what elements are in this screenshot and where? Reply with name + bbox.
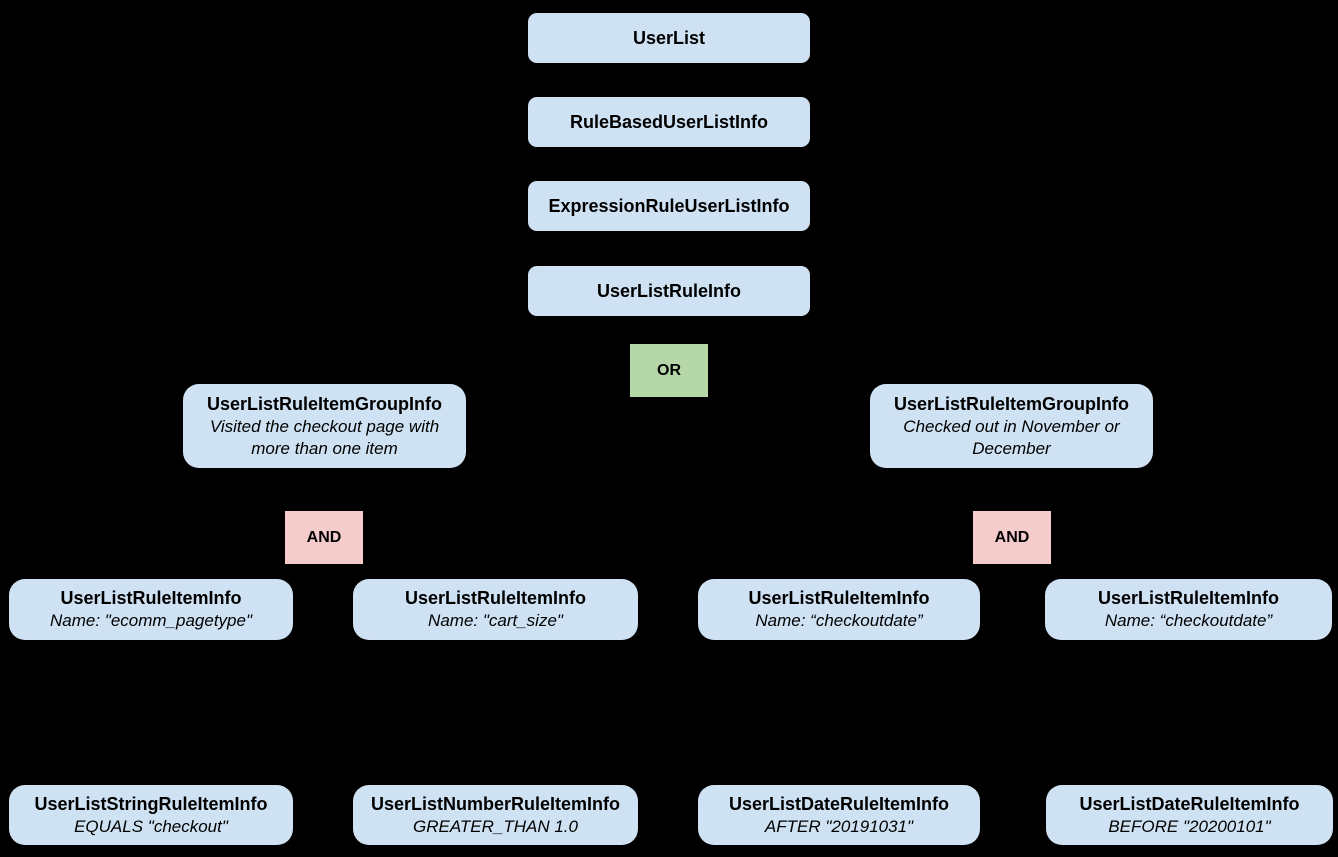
node-rule-item-checkoutdate-1-title: UserListRuleItemInfo — [748, 588, 930, 608]
node-userlist: UserList — [528, 13, 810, 63]
node-date-rule-item-before: UserListDateRuleItemInfo BEFORE "2020010… — [1046, 785, 1333, 845]
node-rule-item-cart-size-title: UserListRuleItemInfo — [404, 588, 587, 608]
node-rule-item-group-right-title: UserListRuleItemGroupInfo — [893, 393, 1130, 414]
node-string-rule-item: UserListStringRuleItemInfo EQUALS "check… — [9, 785, 293, 845]
node-rule-based-user-list-info-label: RuleBasedUserListInfo — [569, 111, 769, 132]
node-rule-based-user-list-info: RuleBasedUserListInfo — [528, 97, 810, 147]
node-rule-item-cart-size: UserListRuleItemInfo Name: "cart_size" — [353, 579, 638, 640]
node-rule-item-group-left-description: Visited the checkout page with more than… — [209, 416, 440, 458]
and-operator-left-label: AND — [306, 528, 342, 546]
node-rule-item-group-right-description: Checked out in November or December — [903, 416, 1120, 458]
node-number-rule-item-title: UserListNumberRuleItemInfo — [370, 793, 621, 814]
node-rule-item-group-left-title: UserListRuleItemGroupInfo — [206, 393, 443, 414]
node-rule-item-checkoutdate-2-title: UserListRuleItemInfo — [1097, 588, 1280, 608]
node-rule-item-group-left: UserListRuleItemGroupInfo Visited the ch… — [183, 384, 466, 468]
node-rule-item-checkoutdate-1: UserListRuleItemInfo Name: “checkoutdate… — [698, 579, 980, 640]
node-string-rule-item-subtitle: EQUALS "checkout" — [74, 816, 228, 836]
node-date-rule-item-before-subtitle: BEFORE "20200101" — [1108, 816, 1271, 836]
node-rule-item-checkoutdate-1-subtitle: Name: “checkoutdate” — [755, 611, 923, 630]
node-expression-rule-user-list-info-label: ExpressionRuleUserListInfo — [548, 195, 790, 216]
node-expression-rule-user-list-info: ExpressionRuleUserListInfo — [528, 181, 810, 231]
or-operator-label: OR — [657, 361, 681, 379]
node-rule-item-cart-size-subtitle: Name: "cart_size" — [428, 611, 563, 630]
and-operator-right-label: AND — [994, 528, 1030, 546]
or-operator: OR — [630, 344, 708, 397]
and-operator-right: AND — [973, 511, 1051, 564]
arrowhead-right-icon — [972, 378, 1004, 389]
node-date-rule-item-before-title: UserListDateRuleItemInfo — [1079, 793, 1300, 814]
node-rule-item-ecomm-pagetype-subtitle: Name: "ecomm_pagetype" — [50, 611, 252, 630]
node-rule-item-ecomm-pagetype: UserListRuleItemInfo Name: "ecomm_pagety… — [9, 579, 293, 640]
node-rule-item-checkoutdate-2: UserListRuleItemInfo Name: “checkoutdate… — [1045, 579, 1332, 640]
node-rule-item-group-right: UserListRuleItemGroupInfo Checked out in… — [870, 384, 1153, 468]
node-date-rule-item-after-subtitle: AFTER "20191031" — [764, 816, 914, 836]
node-date-rule-item-after: UserListDateRuleItemInfo AFTER "20191031… — [698, 785, 980, 845]
node-number-rule-item-subtitle: GREATER_THAN 1.0 — [412, 816, 578, 836]
node-date-rule-item-after-title: UserListDateRuleItemInfo — [728, 793, 950, 814]
and-operator-left: AND — [285, 511, 363, 564]
node-number-rule-item: UserListNumberRuleItemInfo GREATER_THAN … — [353, 785, 638, 845]
node-userlist-label: UserList — [632, 27, 706, 48]
node-rule-item-checkoutdate-2-subtitle: Name: “checkoutdate” — [1104, 611, 1273, 630]
node-user-list-rule-info-label: UserListRuleInfo — [596, 280, 742, 301]
node-rule-item-ecomm-pagetype-title: UserListRuleItemInfo — [60, 588, 242, 608]
node-string-rule-item-title: UserListStringRuleItemInfo — [34, 793, 268, 814]
node-user-list-rule-info: UserListRuleInfo — [528, 266, 810, 316]
